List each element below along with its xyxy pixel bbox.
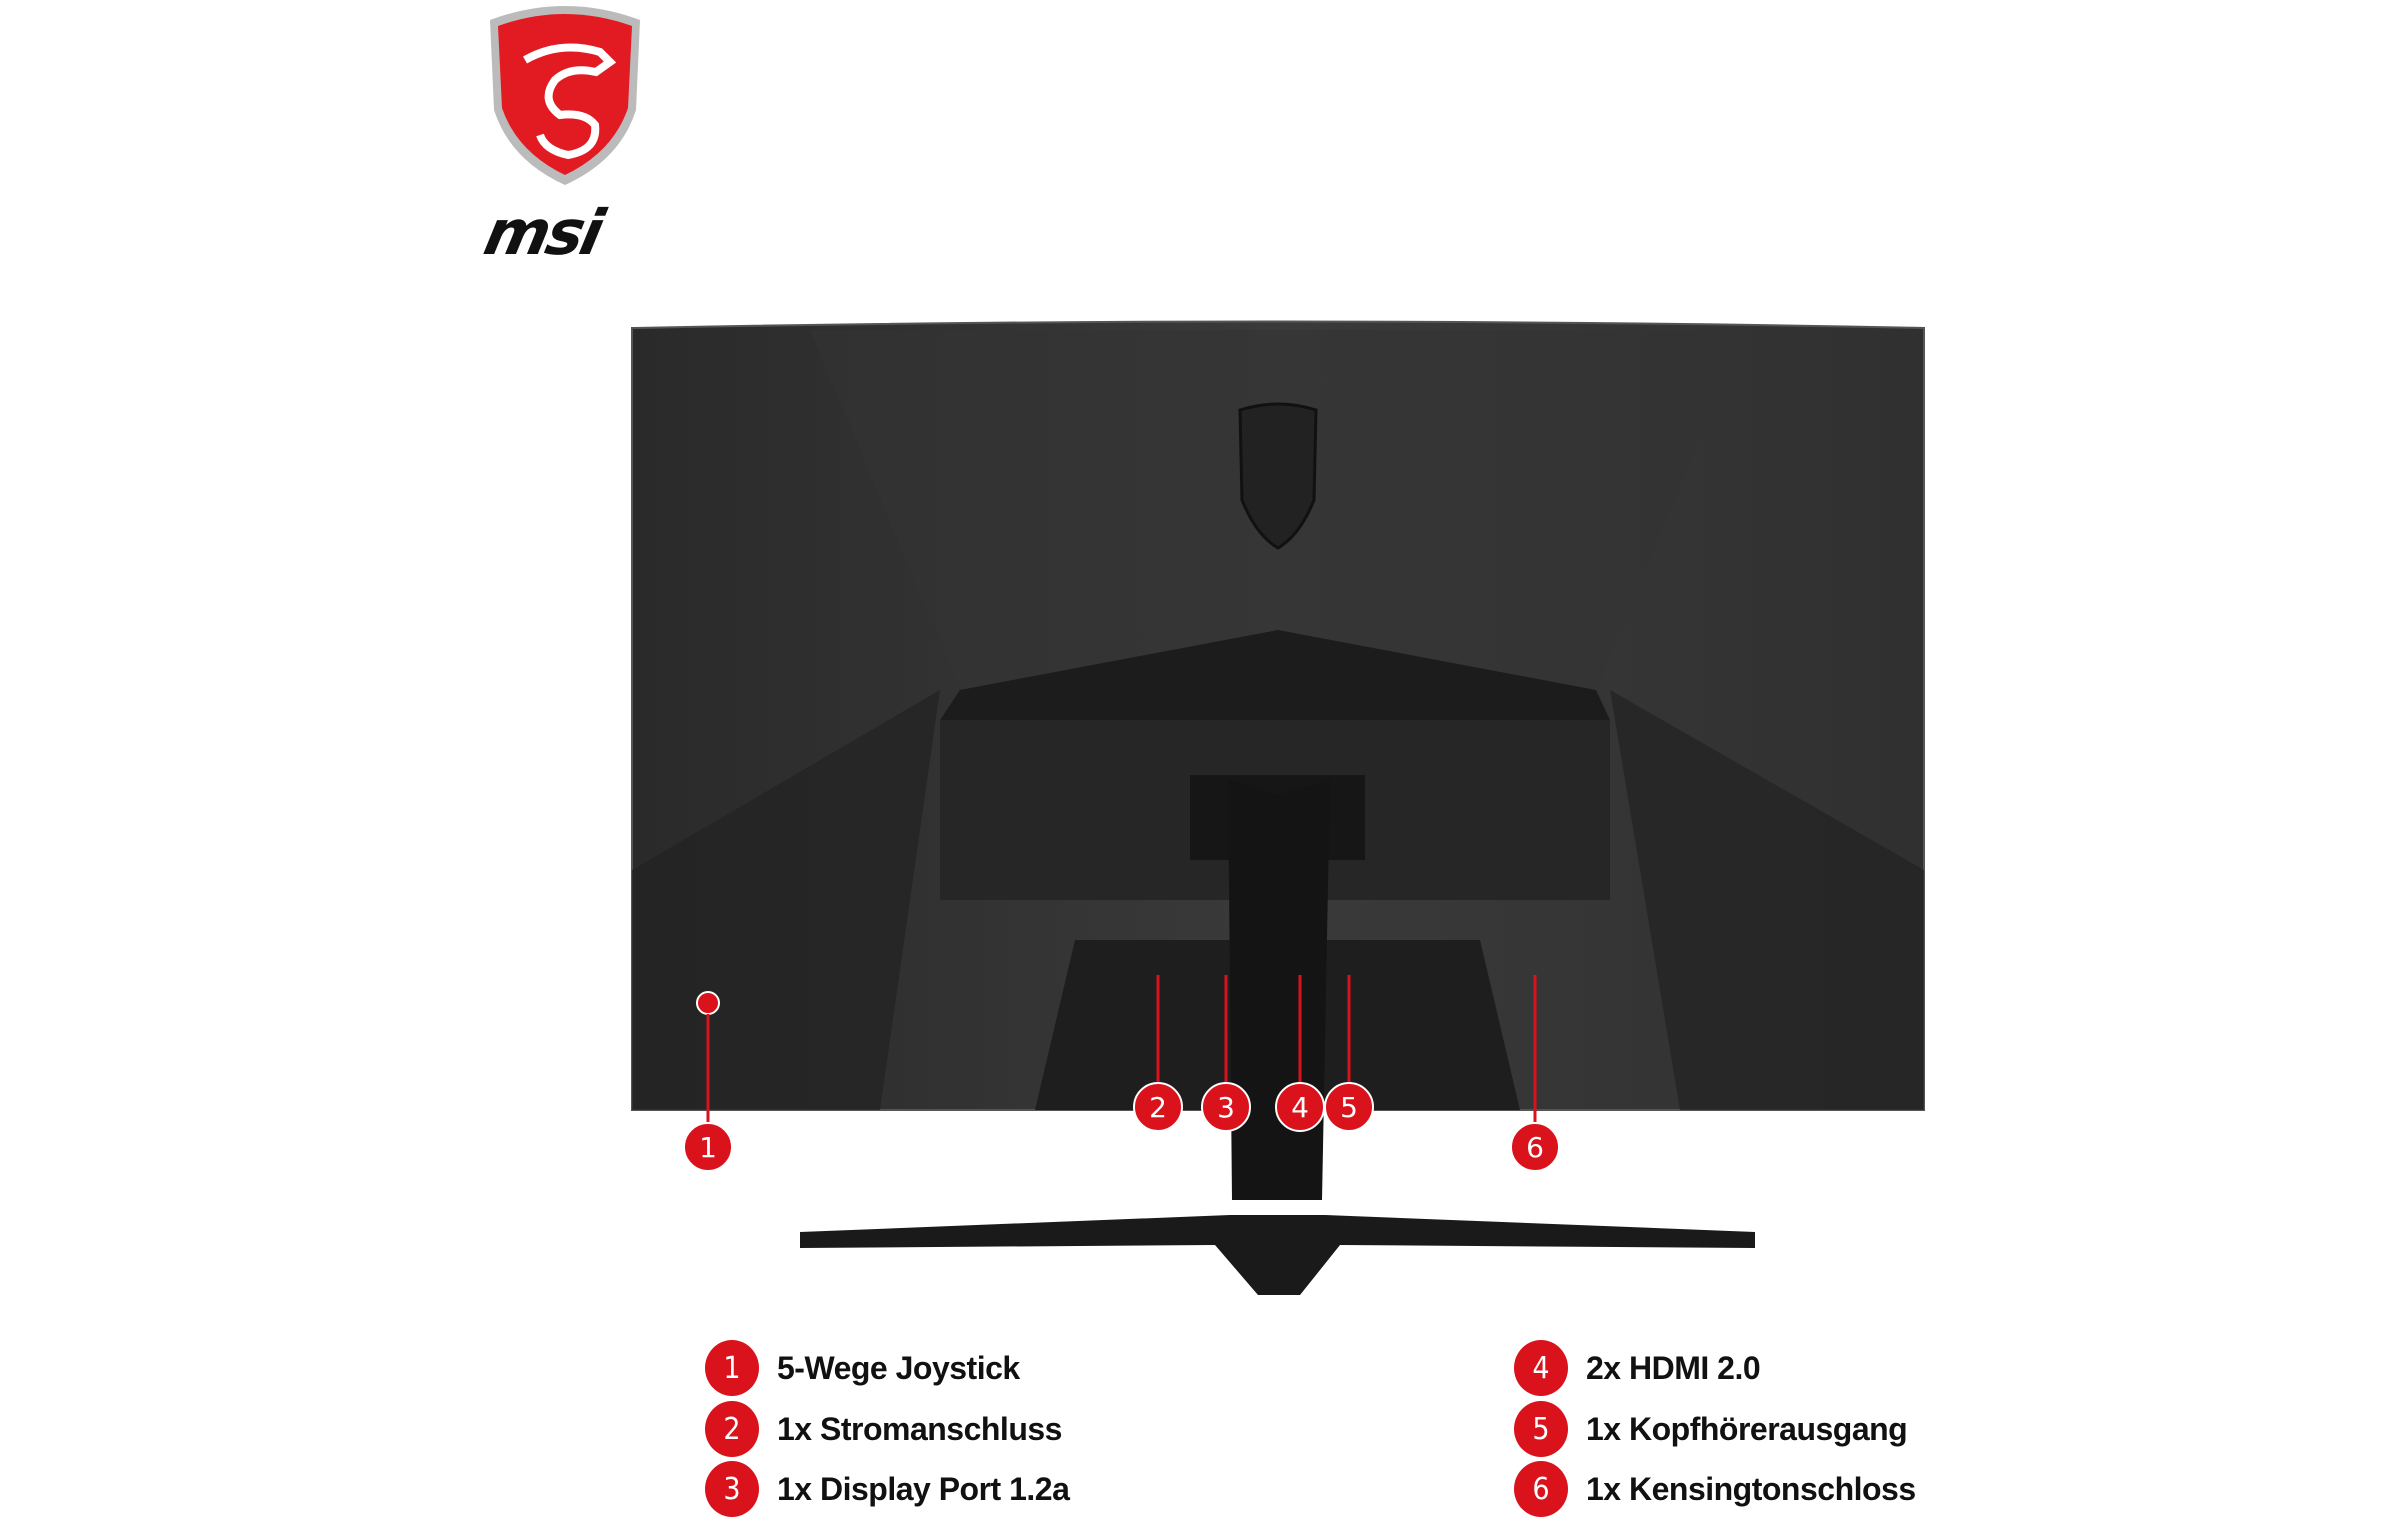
legend-item: 5 1x Kopfhörerausgang xyxy=(1514,1401,1908,1457)
marker-2: 2 xyxy=(1133,1082,1183,1132)
legend-label: 1x Display Port 1.2a xyxy=(777,1470,1070,1507)
legend-item: 1 5-Wege Joystick xyxy=(705,1340,1020,1396)
legend-label: 1x Kopfhörerausgang xyxy=(1586,1410,1908,1447)
legend-number: 6 xyxy=(1514,1461,1568,1517)
joystick-dot xyxy=(696,991,720,1015)
msi-wordmark: msi xyxy=(478,196,608,269)
legend-label: 1x Stromanschluss xyxy=(777,1410,1062,1447)
legend-item: 2 1x Stromanschluss xyxy=(705,1401,1062,1457)
legend-number: 5 xyxy=(1514,1401,1568,1457)
legend-label: 2x HDMI 2.0 xyxy=(1586,1349,1761,1386)
legend-number: 1 xyxy=(705,1340,759,1396)
marker-4: 4 xyxy=(1275,1082,1325,1132)
legend-number: 4 xyxy=(1514,1340,1568,1396)
marker-5: 5 xyxy=(1324,1082,1374,1132)
legend-label: 1x Kensingtonschloss xyxy=(1586,1470,1916,1507)
marker-lines xyxy=(706,975,1537,1122)
marker-3: 3 xyxy=(1201,1082,1251,1132)
legend-item: 4 2x HDMI 2.0 xyxy=(1514,1340,1761,1396)
legend-item: 3 1x Display Port 1.2a xyxy=(705,1461,1070,1517)
marker-1: 1 xyxy=(683,1122,733,1172)
legend-number: 2 xyxy=(705,1401,759,1457)
marker-6: 6 xyxy=(1510,1122,1560,1172)
legend-item: 6 1x Kensingtonschloss xyxy=(1514,1461,1916,1517)
legend-label: 5-Wege Joystick xyxy=(777,1349,1020,1386)
legend-number: 3 xyxy=(705,1461,759,1517)
msi-shield-logo xyxy=(490,6,640,185)
